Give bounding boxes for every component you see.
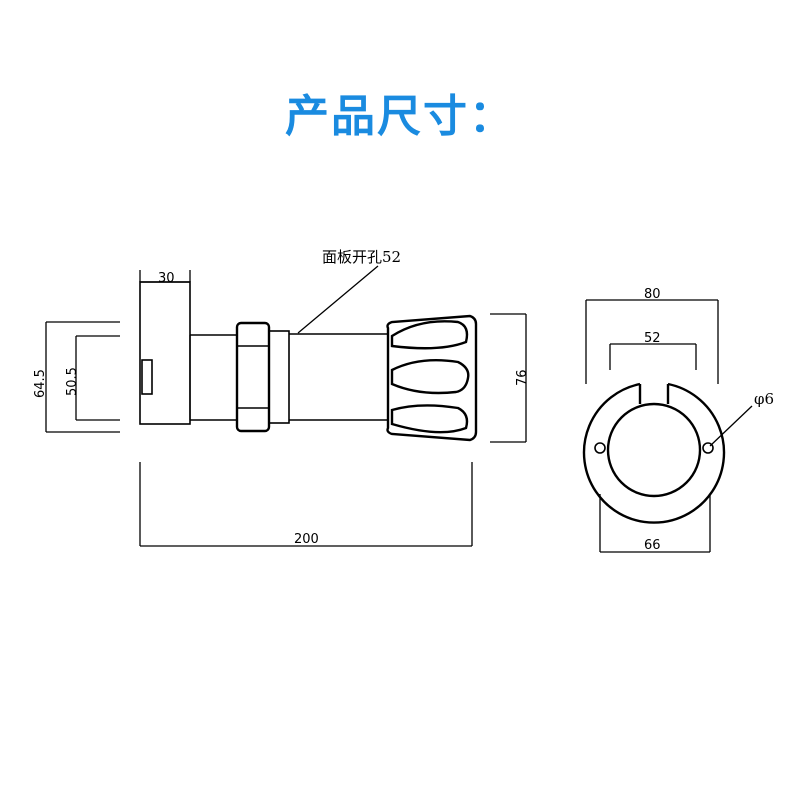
dim-total-length: 200 bbox=[294, 532, 319, 547]
leader-line bbox=[297, 265, 379, 334]
dim-outer-width: 80 bbox=[644, 287, 661, 302]
dim-outer-height: 64.5 bbox=[33, 369, 48, 398]
grip-lobe-middle bbox=[390, 359, 470, 395]
flange-plate bbox=[139, 281, 191, 425]
dim-inner-width: 52 bbox=[644, 331, 661, 346]
grip-lobe-bottom bbox=[390, 404, 469, 434]
side-view: 面板开孔52 30 64.5 50.5 76 200 bbox=[33, 248, 530, 547]
dim-flange-width: 30 bbox=[158, 271, 175, 286]
page-title: 产品尺寸： bbox=[285, 91, 515, 142]
latch bbox=[141, 359, 153, 395]
dim-cap-height: 76 bbox=[515, 369, 530, 386]
hex-nut bbox=[235, 321, 271, 433]
dim-inner-height: 50.5 bbox=[65, 367, 80, 396]
hole-leader-line bbox=[709, 405, 753, 447]
mounting-hole-right bbox=[702, 442, 714, 454]
grip-lobe-top bbox=[390, 320, 469, 350]
cap-body bbox=[386, 314, 478, 442]
dim-bottom-width: 66 bbox=[644, 538, 661, 553]
dim-hole: φ6 bbox=[754, 390, 774, 408]
inner-hole bbox=[606, 402, 702, 498]
sleeve bbox=[268, 330, 290, 424]
front-view: 80 52 φ6 66 bbox=[582, 287, 774, 553]
panel-cutout-note: 面板开孔52 bbox=[322, 248, 401, 266]
mounting-hole-left bbox=[594, 442, 606, 454]
outer-ring bbox=[582, 382, 726, 524]
